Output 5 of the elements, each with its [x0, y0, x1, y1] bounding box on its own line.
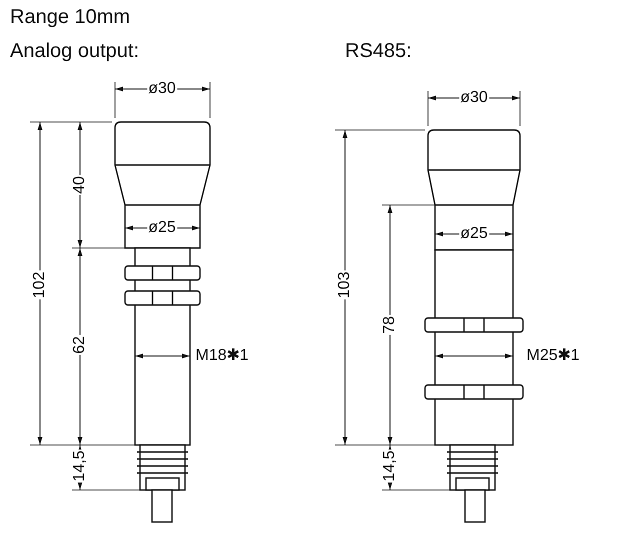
dimension-label: 14,5: [72, 449, 88, 483]
section-label: Analog output:: [10, 40, 139, 63]
dimension-label: 14,5: [382, 449, 398, 483]
section-label: RS485:: [345, 40, 412, 63]
heading-text: Range 10mm: [10, 6, 130, 29]
